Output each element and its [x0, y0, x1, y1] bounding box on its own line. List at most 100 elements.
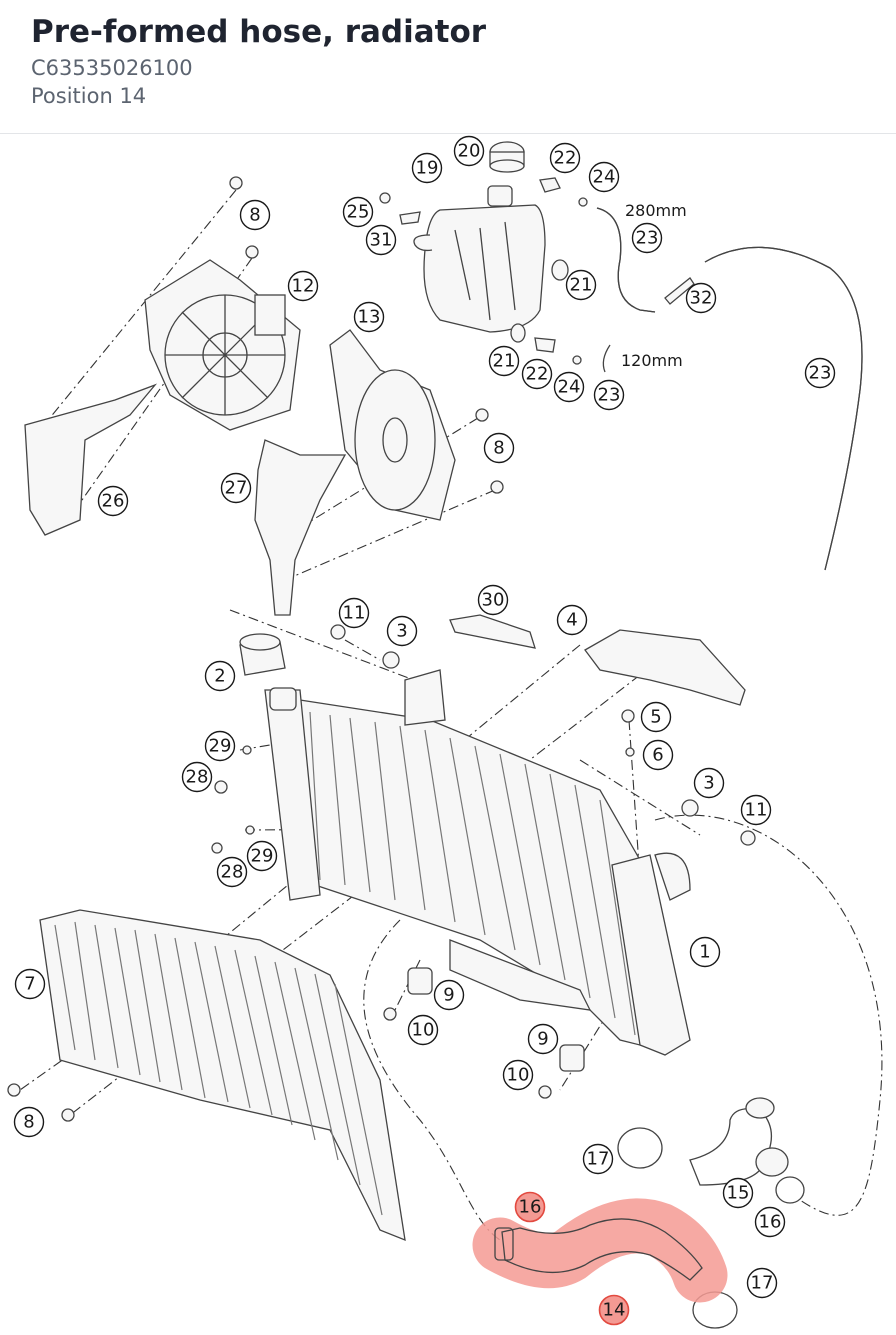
svg-text:21: 21	[570, 275, 593, 296]
callout[interactable]: 5	[640, 701, 672, 733]
callout[interactable]: 6	[642, 739, 674, 771]
air-deflector-26	[24, 383, 158, 536]
callout[interactable]: 8	[13, 1106, 45, 1138]
svg-text:32: 32	[690, 288, 713, 309]
radiator-fan-right	[329, 329, 456, 521]
wiring-sensor-30	[449, 614, 536, 649]
callout[interactable]: 24	[553, 371, 585, 403]
callout[interactable]: 8	[483, 432, 515, 464]
coolant-hose-15	[689, 1097, 789, 1186]
callout[interactable]: 7	[14, 968, 46, 1000]
callout[interactable]: 31	[365, 224, 397, 256]
svg-text:20: 20	[458, 141, 481, 162]
svg-text:8: 8	[23, 1112, 34, 1133]
svg-text:23: 23	[636, 228, 659, 249]
svg-text:19: 19	[416, 158, 439, 179]
callout[interactable]: 24	[588, 161, 620, 193]
callout[interactable]: 22	[521, 358, 553, 390]
svg-text:2: 2	[214, 666, 225, 687]
radiator-cap	[239, 633, 286, 676]
callout[interactable]: 12	[287, 270, 319, 302]
callout[interactable]: 3	[693, 767, 725, 799]
svg-text:22: 22	[554, 148, 577, 169]
callout[interactable]: 1	[689, 936, 721, 968]
callout[interactable]: 29	[204, 730, 236, 762]
callout[interactable]: 11	[740, 794, 772, 826]
callouts: 20 22 19 24 8 25 23 31 21 12 32 13 21 22…	[13, 135, 836, 1326]
callout[interactable]: 22	[549, 142, 581, 174]
callout[interactable]: 21	[488, 345, 520, 377]
callout[interactable]: 27	[220, 472, 252, 504]
callout[interactable]: 10	[407, 1014, 439, 1046]
callout[interactable]: 2	[204, 660, 236, 692]
callout[interactable]: 8	[239, 199, 271, 231]
air-deflector-27	[254, 439, 347, 616]
svg-text:8: 8	[249, 205, 260, 226]
svg-text:5: 5	[650, 707, 661, 728]
screws	[7, 176, 756, 1122]
dim-120mm: 120mm	[621, 351, 683, 370]
svg-text:14: 14	[603, 1300, 626, 1321]
diagram-drawing: 280mm 120mm 20 22 19 24 8 25 23 31 21 12…	[7, 135, 883, 1329]
callout[interactable]: 19	[411, 152, 443, 184]
svg-text:30: 30	[482, 590, 505, 611]
callout[interactable]: 11	[338, 597, 370, 629]
svg-text:17: 17	[751, 1273, 774, 1294]
callout-highlighted[interactable]: 16	[514, 1191, 546, 1223]
svg-text:31: 31	[370, 230, 393, 251]
callout[interactable]: 3	[386, 615, 418, 647]
svg-text:11: 11	[745, 800, 768, 821]
svg-text:8: 8	[493, 438, 504, 459]
callout[interactable]: 28	[181, 761, 213, 793]
radiator-grille	[39, 909, 406, 1242]
dim-280mm: 280mm	[625, 201, 687, 220]
page-title: Pre-formed hose, radiator	[31, 14, 487, 50]
svg-text:4: 4	[566, 610, 577, 631]
callout[interactable]: 23	[593, 379, 625, 411]
callout[interactable]: 4	[556, 604, 588, 636]
svg-text:9: 9	[537, 1029, 548, 1050]
svg-text:23: 23	[809, 363, 832, 384]
svg-text:28: 28	[221, 862, 244, 883]
radiator-fan-left	[144, 259, 301, 431]
callout[interactable]: 20	[453, 135, 485, 167]
radiator-core	[264, 669, 691, 1056]
part-number: C63535026100	[31, 56, 193, 80]
svg-text:25: 25	[347, 202, 370, 223]
callout[interactable]: 9	[527, 1023, 559, 1055]
callout[interactable]: 30	[477, 584, 509, 616]
svg-text:12: 12	[292, 276, 315, 297]
svg-text:24: 24	[593, 167, 616, 188]
callout[interactable]: 9	[433, 979, 465, 1011]
callout[interactable]: 10	[502, 1059, 534, 1091]
callout[interactable]: 29	[246, 840, 278, 872]
svg-text:6: 6	[652, 745, 663, 766]
svg-text:9: 9	[443, 985, 454, 1006]
rubber-mounts	[407, 967, 585, 1072]
callout[interactable]: 26	[97, 485, 129, 517]
exploded-parts-diagram: 280mm 120mm 20 22 19 24 8 25 23 31 21 12…	[7, 135, 883, 1329]
svg-text:7: 7	[24, 974, 35, 995]
svg-text:28: 28	[186, 767, 209, 788]
svg-text:26: 26	[102, 491, 125, 512]
callout[interactable]: 25	[342, 196, 374, 228]
callout[interactable]: 28	[216, 856, 248, 888]
callout[interactable]: 13	[353, 301, 385, 333]
callout[interactable]: 15	[722, 1177, 754, 1209]
callout[interactable]: 17	[746, 1267, 778, 1299]
callout[interactable]: 16	[754, 1206, 786, 1238]
callout[interactable]: 32	[685, 282, 717, 314]
overflow-hoses	[596, 207, 863, 571]
svg-text:17: 17	[587, 1149, 610, 1170]
svg-text:15: 15	[727, 1183, 750, 1204]
callout[interactable]: 23	[804, 357, 836, 389]
callout[interactable]: 23	[631, 222, 663, 254]
svg-text:16: 16	[519, 1197, 542, 1218]
callout[interactable]: 21	[565, 269, 597, 301]
svg-text:29: 29	[209, 736, 232, 757]
svg-text:27: 27	[225, 478, 248, 499]
callout[interactable]: 17	[582, 1143, 614, 1175]
air-guide-4	[584, 629, 746, 706]
callout-highlighted[interactable]: 14	[598, 1294, 630, 1326]
svg-text:16: 16	[759, 1212, 782, 1233]
